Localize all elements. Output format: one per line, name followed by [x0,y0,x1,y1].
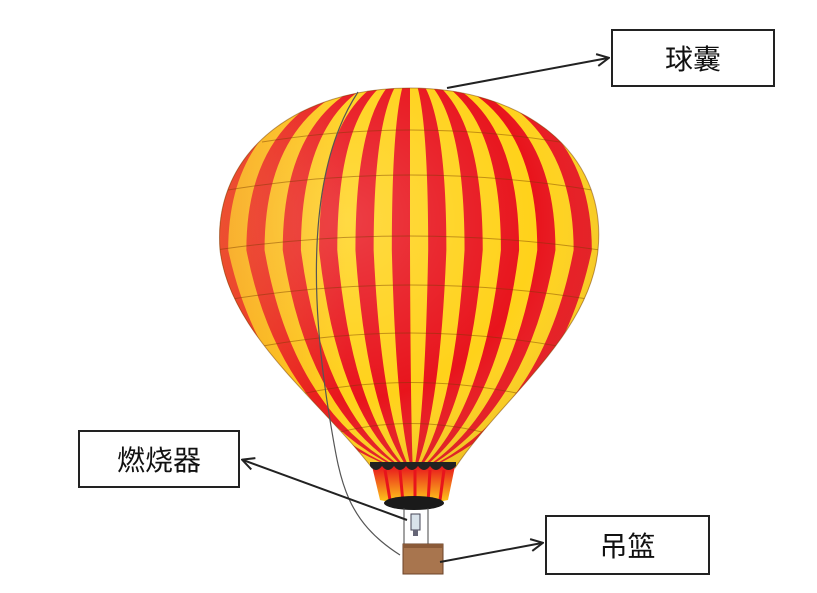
balloon-envelope [219,87,600,469]
burner-label: 燃烧器 [78,430,240,488]
tether-rope [315,91,401,556]
basket-arrow [439,543,542,563]
basket-label: 吊篮 [545,515,710,575]
basket-illustration [402,543,444,575]
envelope-arrow [446,58,608,89]
burner-arrow [243,460,408,521]
burner-unit [403,508,429,544]
balloon-skirt [370,462,456,510]
envelope-label: 球囊 [611,29,775,87]
